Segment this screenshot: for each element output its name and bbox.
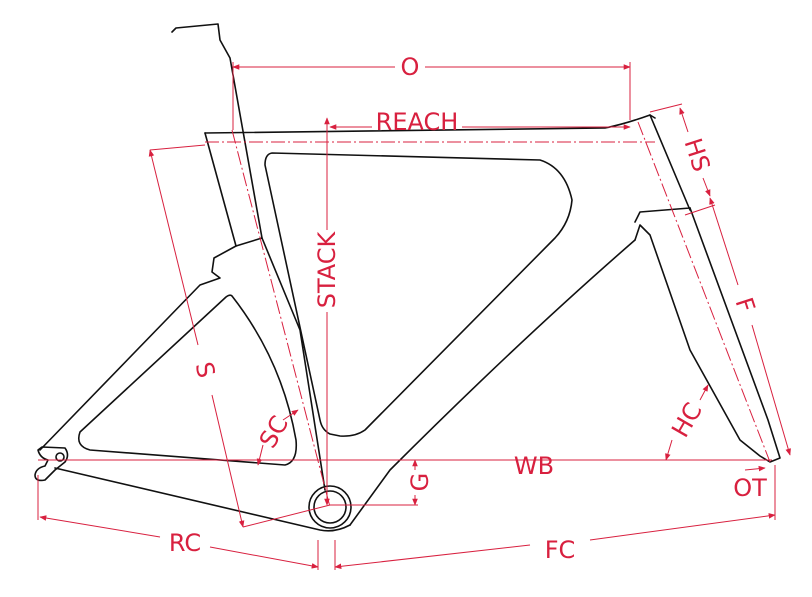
steering-axis [637,121,771,463]
label-hs: HS [679,135,716,175]
rear-dropout [34,446,69,482]
seat-tube-axis [231,129,331,508]
label-reach: REACH [376,108,459,136]
label-stack: STACK [313,230,341,308]
fork [634,207,781,463]
dimensions [37,62,791,570]
head-tube [634,114,691,223]
label-f: F [730,294,761,316]
rear-triangle-opening [77,294,298,466]
label-hc: HC [666,398,708,442]
label-ot: OT [733,474,767,502]
seatpost [171,23,263,247]
label-wb: WB [514,452,554,480]
bottom-bracket-outer [308,485,352,529]
seat-tube-rear [39,245,237,451]
bike-frame [34,23,781,532]
bottom-bracket-inner [313,490,347,524]
dropout-hole [55,452,65,462]
chainstay [54,467,351,532]
label-fc: FC [545,536,576,564]
label-s: S [190,359,221,381]
reference-axes [205,121,771,508]
label-g: G [406,473,434,492]
down-tube [349,239,636,526]
label-sc: SC [254,411,294,453]
label-rc: RC [169,529,201,557]
main-triangle-opening [264,152,573,437]
label-o: O [401,53,420,81]
